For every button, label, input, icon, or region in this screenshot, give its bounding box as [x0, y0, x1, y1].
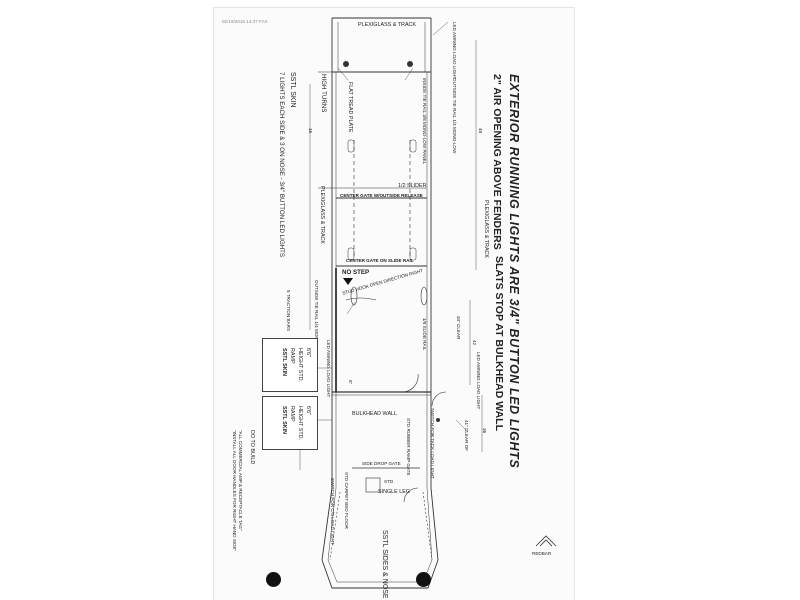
label-no-step: NO STEP — [342, 269, 370, 276]
label-switch-tack: SWITCH FOR TACK LOAD LIGHT — [430, 408, 435, 479]
note-air-opening: 2" AIR OPENING ABOVE FENDERS — [491, 74, 503, 250]
label-plexiglass-track-top: PLEXIGLASS & TRACK — [358, 22, 417, 28]
note-slats: SLATS STOP AT BULKHEAD WALL — [493, 256, 505, 431]
label-center-gate-slide: CENTER GATE ON SLIDE RAIL — [346, 258, 414, 263]
punch-hole-left — [266, 572, 281, 587]
label-traction-bars: 5 TRACTION BARS — [286, 290, 291, 332]
label-led-awning-left: LED AWNING LOAD LIGHT — [326, 340, 331, 398]
dim-16: 16 — [308, 128, 313, 134]
label-clear-of: 41" CLEAR OF — [464, 420, 469, 451]
ramp-bot-height: HEIGHT STD. — [297, 406, 303, 441]
label-dim-6: 6" — [348, 380, 353, 385]
label-std-block: STD — [384, 479, 394, 484]
trailer-nose — [321, 487, 439, 589]
fax-header-stamp: 02/19/2015 14:37 FAX — [222, 19, 268, 24]
label-clear-34: 34" CLEAR — [456, 316, 461, 340]
note-sstl-skin: SSTL SKIN — [289, 72, 296, 108]
label-std-ramp-hinge: STD RUBBER RAMP GATE — [406, 418, 411, 476]
label-flat-tread-plate: FLAT TREAD PLATE — [347, 82, 353, 133]
label-half-slider: 1/2 SLIDER — [398, 183, 427, 189]
ramp-top-dim: 6'6" — [305, 348, 311, 357]
ramp-top-height: HEIGHT STD. — [297, 348, 303, 383]
ramp-bot-dim: 6'6" — [305, 406, 311, 415]
dim-36: 36 — [482, 428, 487, 434]
ramp-top-skin: SSTL SKIN — [281, 348, 287, 377]
label-plexiglass-track-right: PLEXIGLASS & TRACK — [483, 200, 489, 259]
label-side-door: SIDE DROP GATE — [362, 461, 401, 466]
ramp-top-name: RAMP — [289, 348, 295, 364]
label-outside-tie-rail-top: OUTSIDE TIE RAIL 1/4 MONO-LOW — [452, 78, 457, 154]
label-center-gate-outside: CENTER GATE W/OUTSIDE RELEASE — [340, 193, 423, 198]
note-do-to-build: DO TO BUILD — [249, 430, 255, 465]
logo-mark — [535, 535, 557, 547]
drawing-sheet — [214, 8, 574, 600]
note-sstl-sides-nose: SSTL SIDES & NOSE — [381, 530, 388, 599]
label-redbar: REDBAR — [532, 551, 552, 556]
label-slide-rail: 1/8 SLIDE RAIL — [422, 318, 427, 351]
label-single-leg: SINGLE LEG — [378, 489, 411, 495]
label-plexiglass-track-left: PLEXIGLASS & TRACK — [319, 186, 325, 245]
ramp-box-bottom — [262, 396, 318, 450]
footnote-2: "INSTALL ALL DOOR HANDLES FOR RIGHT HAND… — [232, 430, 237, 552]
label-inside-tie-rail: INSIDE TIE RAIL 3/8 MONO-LOW PANEL — [422, 78, 427, 165]
ramp-box-top — [262, 338, 318, 392]
dim-48: 48 — [478, 128, 483, 134]
label-bulkhead-wall: BULKHEAD WALL — [352, 411, 398, 417]
label-switch-load: SWITCH FOR C/S LOAD LIGHT — [330, 478, 335, 545]
label-high-turns: HIGH TURNS — [320, 74, 327, 113]
label-led-awning-top: LED AWNING LOAD LIGHT — [452, 22, 457, 80]
label-led-awning-mid: LED AWNING LOAD LIGHT — [476, 352, 481, 410]
ramp-bot-skin: SSTL SKIN — [281, 406, 287, 435]
note-exterior-lights: EXTERIOR RUNNING LIGHTS ARE 3/4" BUTTON … — [507, 74, 521, 469]
label-std-carpet: STD CARPET BED FLOOR — [344, 472, 349, 529]
dim-42: 42 — [472, 340, 477, 346]
note-side-lights: 7 LIGHTS EACH SIDE & 3 ON NOSE - 3/4" BU… — [278, 72, 285, 258]
ramp-bot-name: RAMP — [289, 406, 295, 422]
footnote-1: "ALL COMMERCIAL AMP & RECEPTACLE TAG" — [238, 430, 243, 531]
punch-hole-right — [416, 572, 431, 587]
